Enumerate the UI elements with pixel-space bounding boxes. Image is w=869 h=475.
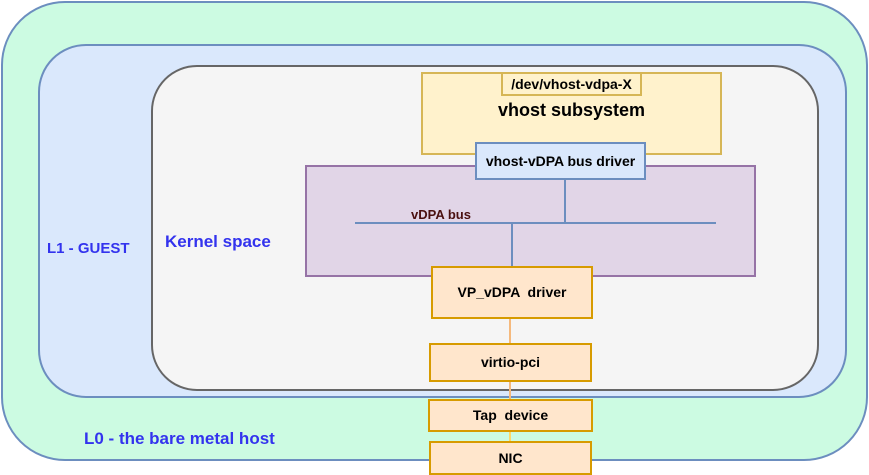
vdpa-bus-area xyxy=(305,165,756,277)
dev-node-box: /dev/vhost-vdpa-X xyxy=(501,72,642,96)
l0-host-label: L0 - the bare metal host xyxy=(84,429,275,448)
tap-device-box: Tap device xyxy=(428,399,593,432)
l1-guest-label: L1 - GUEST xyxy=(47,240,130,257)
vhost-vdpa-bus-driver-box: vhost-vDPA bus driver xyxy=(475,142,646,180)
nic-box: NIC xyxy=(429,441,592,475)
vp-vdpa-driver-box: VP_vDPA driver xyxy=(431,266,593,319)
vdpa-bus-label: vDPA bus xyxy=(411,207,471,222)
vhost-subsystem-label: vhost subsystem xyxy=(497,100,646,120)
kernel-space-label: Kernel space xyxy=(165,232,271,251)
virtio-pci-box: virtio-pci xyxy=(429,343,592,382)
